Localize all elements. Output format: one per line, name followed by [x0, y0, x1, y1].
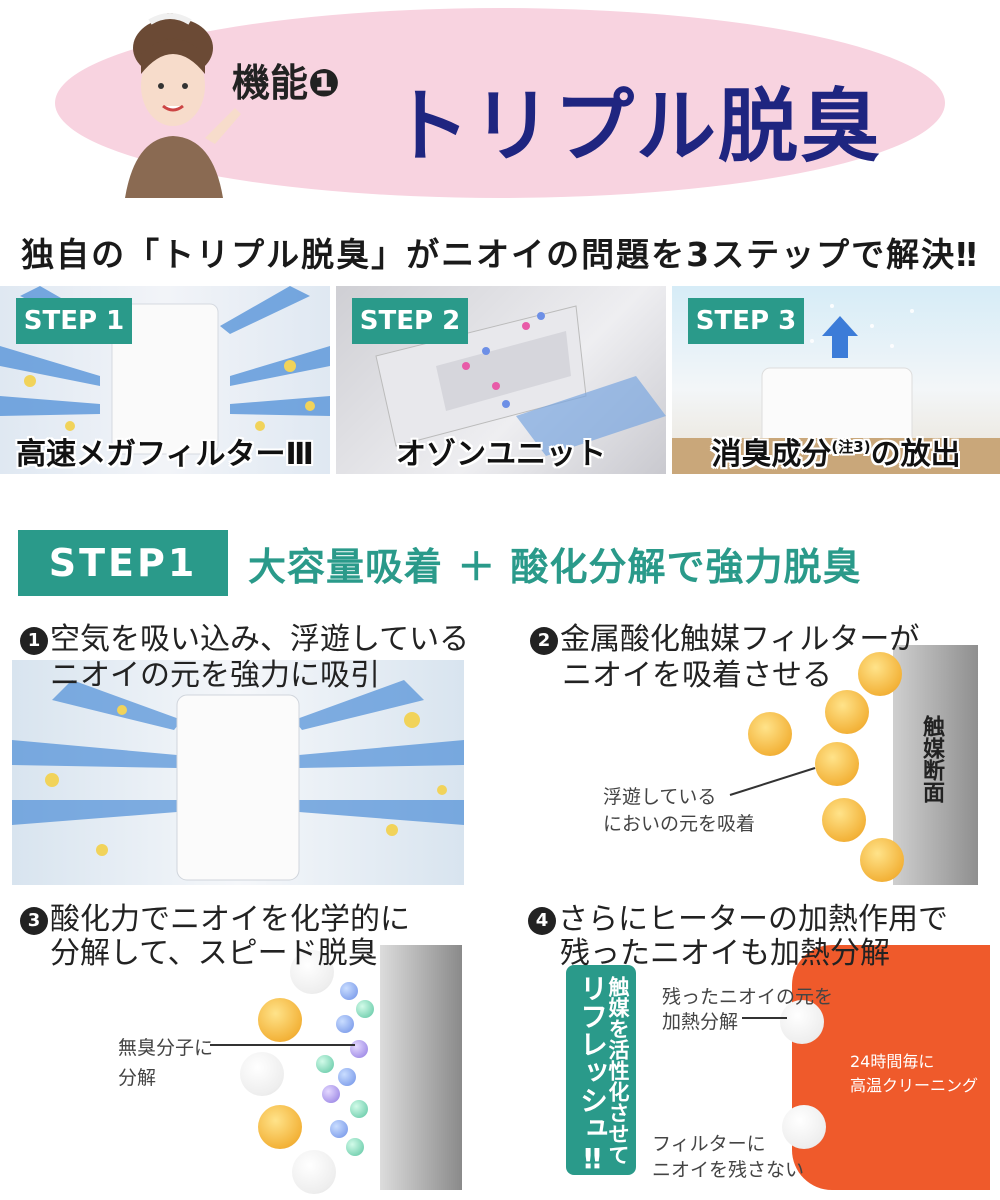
item-3-text-1: 酸化力でニオイを化学的に	[50, 902, 410, 937]
activate-catalyst-text: 触媒を活性化させて	[606, 976, 630, 1165]
odor-particle	[815, 742, 859, 786]
molecule	[322, 1085, 340, 1103]
pointer-line	[729, 767, 816, 796]
step-panel-2: STEP 2 オゾンユニット	[336, 286, 666, 474]
refresh-text: リフレッシュ‼	[576, 974, 609, 1175]
step-badge-1: STEP 1	[16, 298, 132, 344]
item-4-label-1: 残ったニオイの元を	[662, 986, 834, 1008]
heat-label-2: 高温クリーニング	[850, 1076, 979, 1095]
odor-particle	[858, 652, 902, 696]
molecule	[338, 1068, 356, 1086]
step-caption-2: オゾンユニット	[396, 437, 606, 472]
item-2-label-1: 浮遊している	[603, 786, 717, 808]
item-2-line-2: ニオイを吸着させる	[562, 658, 832, 693]
item-4-number: 4	[528, 907, 556, 935]
catalyst-wall	[893, 645, 978, 885]
item-4-label-2: 加熱分解	[662, 1011, 739, 1033]
item-2-number: 2	[530, 627, 558, 655]
molecule	[336, 1015, 354, 1033]
intake-illustration	[12, 660, 464, 885]
odor-particle-faded	[240, 1052, 284, 1096]
step-caption-3-tail: の放出	[870, 437, 961, 472]
odor-particle	[748, 712, 792, 756]
item-4-label-3: フィルターに	[652, 1133, 766, 1155]
step-caption-3: 消臭成分(注3)の放出	[672, 428, 1000, 474]
molecule	[346, 1138, 364, 1156]
catalyst-wall-3	[380, 945, 462, 1190]
odor-particle	[822, 798, 866, 842]
heater-zone	[792, 945, 990, 1190]
odor-particle-faded	[782, 1105, 826, 1149]
item-1-text-1: 空気を吸い込み、浮遊している	[50, 622, 470, 657]
molecule	[340, 982, 358, 1000]
refresh-column	[566, 965, 636, 1175]
step-panel-1: STEP 1 高速メガフィルターⅢ	[0, 286, 330, 474]
feature-number: 機能❶	[232, 61, 341, 105]
item-1-number: 1	[20, 627, 48, 655]
odor-particle	[258, 998, 302, 1042]
pointer-line	[210, 1044, 355, 1046]
molecule	[330, 1120, 348, 1138]
release-illustration	[672, 304, 1000, 474]
odor-particle	[825, 690, 869, 734]
step-badge-2: STEP 2	[352, 298, 468, 344]
item-4-line-2: 残ったニオイも加熱分解	[560, 936, 890, 971]
item-4-label-4: ニオイを残さない	[652, 1159, 805, 1181]
pointer-line	[742, 1017, 787, 1019]
molecule	[316, 1055, 334, 1073]
item-1-line-2: ニオイの元を強力に吸引	[50, 658, 380, 693]
section-title: 大容量吸着 ＋ 酸化分解で強力脱臭	[248, 545, 862, 589]
odor-particle	[860, 838, 904, 882]
presenter-illustration	[125, 13, 241, 198]
heat-label-1: 24時間毎に	[850, 1052, 935, 1071]
molecule	[356, 1000, 374, 1018]
item-2-label-2: においの元を吸着	[603, 813, 756, 835]
item-3-line-2: 分解して、スピード脱臭	[50, 936, 378, 971]
step-caption-3-note: (注3)	[831, 437, 871, 456]
item-3-label-1: 無臭分子に	[118, 1037, 214, 1059]
item-2-text-1: 金属酸化触媒フィルターが	[560, 622, 920, 657]
step-caption-1: 高速メガフィルターⅢ	[16, 437, 314, 472]
subtitle: 独自の「トリプル脱臭」がニオイの問題を3ステップで解決‼	[21, 235, 979, 274]
step-panel-3: STEP 3 消臭成分(注3)の放出	[672, 286, 1000, 474]
catalyst-cross-section-label: 触媒断面	[919, 715, 944, 803]
odor-particle	[258, 1105, 302, 1149]
odor-particle-faded	[290, 950, 334, 994]
odor-particle-faded	[780, 1000, 824, 1044]
item-4-text-1: さらにヒーターの加熱作用で	[558, 902, 948, 937]
molecule	[350, 1100, 368, 1118]
ozone-unit-illustration	[375, 305, 666, 456]
item-3-label-2: 分解	[118, 1067, 157, 1089]
section-badge: STEP1	[18, 530, 228, 596]
feature-title: トリプル脱臭	[390, 80, 882, 173]
item-3-number: 3	[20, 907, 48, 935]
step-badge-3: STEP 3	[688, 298, 804, 344]
odor-particle-faded	[292, 1150, 336, 1194]
step-caption-3-main: 消臭成分	[711, 437, 832, 472]
